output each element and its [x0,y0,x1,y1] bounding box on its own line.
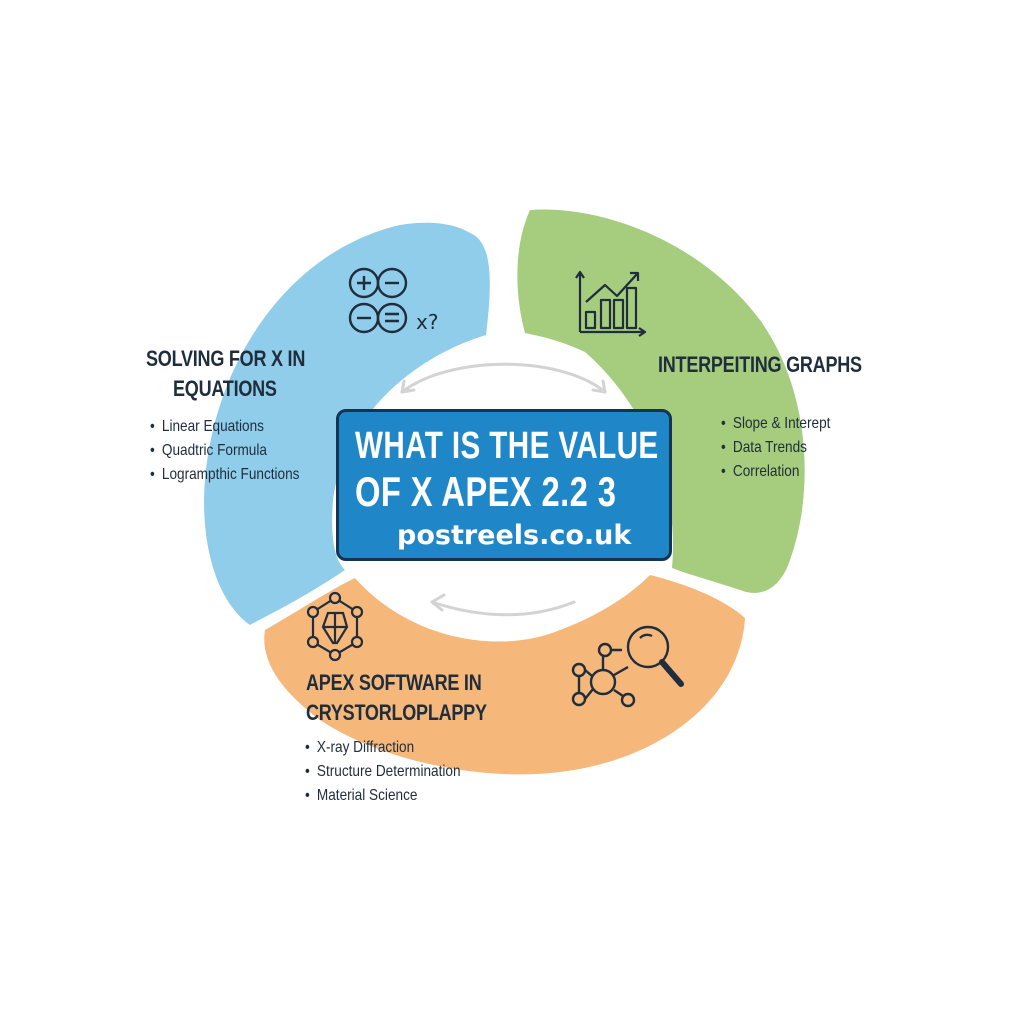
bullet-item: Material Science [305,784,461,808]
segment-equations-title-line2: EQUATIONS [173,376,277,401]
math-x-label: x? [416,310,438,334]
bullet-item: Structure Determination [305,760,461,784]
center-title-line1: WHAT IS THE VALUE [355,425,659,467]
cycle-arrows [400,362,607,617]
molecule-magnifier-icon [571,625,684,708]
bullet-item: Logrampthic Functions [150,463,300,487]
segment-graphs-bullets: Slope & Interept Data Trends Correlation [721,412,831,484]
bar-chart-trend-icon [575,270,647,337]
segment-graphs-shape [517,209,805,593]
segment-equations-bullets: Linear Equations Quadtric Formula Logram… [150,415,300,487]
bullet-item: X-ray Diffraction [305,736,461,760]
segment-crystallography-shape [264,575,745,775]
bullet-item: Correlation [721,460,830,484]
bullet-item: Slope & Interept [721,412,831,436]
center-title-line2: OF X APEX 2.2 3 [355,468,617,515]
center-title-box: WHAT IS THE VALUE OF X APEX 2.2 3 postre… [336,409,672,561]
bullet-item: Linear Equations [150,415,299,439]
segment-graphs-title: INTERPEITING GRAPHS [658,352,862,377]
segment-crystallography-title-line2: CRYSTORLOPLAPPY [306,700,487,725]
segment-crystallography-bullets: X-ray Diffraction Structure Determinatio… [305,736,461,808]
bullet-item: Data Trends [721,436,830,460]
center-url: postreels.co.uk [397,520,632,551]
math-operators-icon [348,267,408,334]
segment-crystallography-title-line1: APEX SOFTWARE IN [306,670,482,695]
bullet-item: Quadtric Formula [150,439,299,463]
crystal-lattice-icon [306,591,364,662]
segment-equations-title-line1: SOLVING FOR X IN [146,346,306,371]
